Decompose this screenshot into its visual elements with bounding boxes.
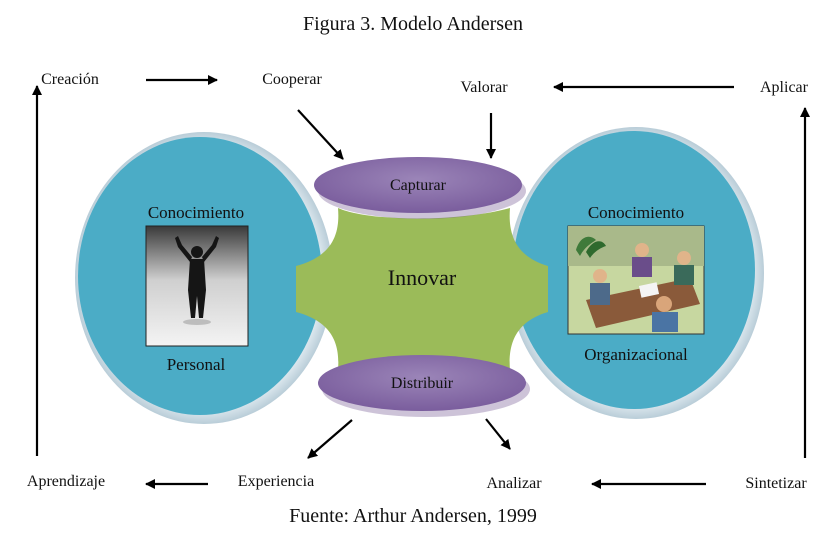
person-silhouette-image — [145, 225, 249, 347]
source-caption: Fuente: Arthur Andersen, 1999 — [289, 505, 537, 527]
office-meeting-image — [567, 225, 705, 335]
creacion-label: Creación — [41, 71, 99, 88]
aprendizaje-label: Aprendizaje — [27, 473, 105, 490]
analizar-label: Analizar — [486, 475, 542, 492]
capturar-ellipse — [314, 157, 526, 219]
organizational-circle-top-label: Conocimiento — [588, 203, 684, 222]
distribuir-label: Distribuir — [391, 375, 454, 392]
capturar-label: Capturar — [390, 177, 447, 194]
aplicar-label: Aplicar — [760, 79, 809, 96]
personal-circle-bottom-label: Personal — [167, 355, 226, 374]
arrow-distribuir-to-analizar — [485, 418, 511, 450]
organizational-circle-bottom-label: Organizacional — [584, 345, 688, 364]
arrow-distribuir-to-experiencia — [307, 419, 353, 459]
innovar-label: Innovar — [388, 265, 457, 290]
valorar-label: Valorar — [460, 79, 508, 96]
sintetizar-label: Sintetizar — [745, 475, 807, 492]
distribuir-ellipse — [318, 355, 530, 417]
arrow-cooperar-to-capturar — [297, 109, 344, 160]
experiencia-label: Experiencia — [238, 473, 314, 490]
innovar-center-shape — [296, 208, 548, 370]
cooperar-label: Cooperar — [262, 71, 322, 88]
personal-circle-top-label: Conocimiento — [148, 203, 244, 222]
figure-title: Figura 3. Modelo Andersen — [303, 13, 523, 35]
